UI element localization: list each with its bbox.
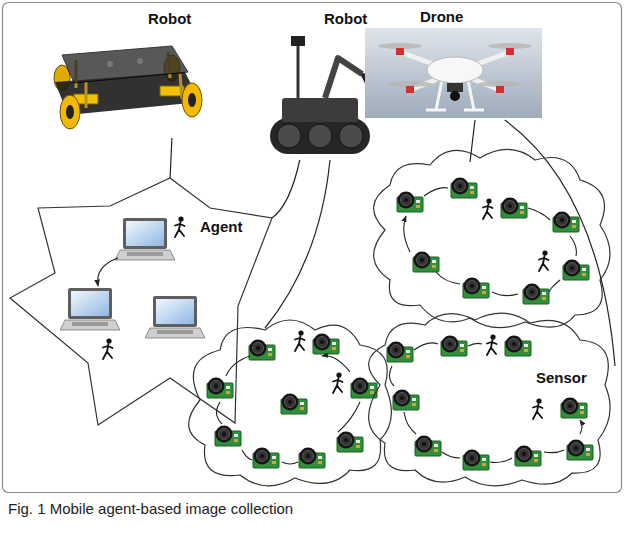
agent-star-outline <box>10 178 272 425</box>
laptop-icon <box>60 288 120 330</box>
sensor-icon <box>281 394 307 415</box>
agent-figure <box>483 198 493 219</box>
photo-background <box>365 28 542 118</box>
track <box>270 118 370 154</box>
agent-figure <box>533 398 543 419</box>
sensor-icon <box>299 448 325 469</box>
track-wheel <box>277 124 301 148</box>
wheel-hub <box>66 105 74 119</box>
sensor-cloud-outline <box>369 313 610 486</box>
sensor-icons <box>397 178 589 305</box>
robot-car-illustration <box>54 46 202 129</box>
figure-caption: Fig. 1 Mobile agent-based image collecti… <box>8 500 293 518</box>
sensor-icon <box>463 450 489 471</box>
sensor-icon <box>313 334 339 355</box>
sensor-icon <box>413 252 439 273</box>
robot-node: Robot <box>262 8 380 160</box>
wheel-hub <box>188 93 196 107</box>
sensor-icons <box>207 330 377 468</box>
sensor-cloud: Sensor <box>350 305 615 490</box>
sensor-icon <box>463 278 489 299</box>
link-line <box>505 120 615 366</box>
sensor-icon <box>567 440 593 461</box>
laptop-icon <box>145 296 205 338</box>
agent-figure <box>103 338 113 359</box>
link-line <box>272 160 300 218</box>
motor-band <box>506 48 514 55</box>
camera <box>291 36 305 46</box>
agent-star: Agent <box>10 178 272 425</box>
sensor-icons <box>387 334 593 470</box>
node-label: Sensor <box>536 369 587 387</box>
sensor-icon <box>451 178 477 199</box>
agent-figure <box>333 372 343 393</box>
link-line <box>470 120 475 162</box>
agent-icons <box>60 216 205 359</box>
link-line <box>170 138 172 178</box>
node-label: Robot <box>148 10 191 28</box>
sensor-cloud-outline <box>374 149 610 327</box>
landing-gear <box>426 80 484 110</box>
drone-node: Drone <box>362 6 545 120</box>
sensor-icon <box>563 260 589 281</box>
robot-arm <box>325 58 362 98</box>
sensor-icon <box>207 378 233 399</box>
plate-hole <box>107 61 113 67</box>
sensor-icon <box>561 398 587 419</box>
link-line <box>265 160 330 328</box>
motor-band <box>396 48 404 55</box>
node-label: Agent <box>200 218 243 236</box>
sensor-icon <box>397 192 423 213</box>
hop-arrows <box>216 356 360 464</box>
tracked-robot-illustration <box>270 36 373 154</box>
migration-arrow <box>98 258 118 286</box>
sensor-icon <box>505 336 531 357</box>
laptop-icon <box>115 218 175 260</box>
sensor-icon <box>351 378 377 399</box>
drone-illustration <box>365 28 542 118</box>
sensor-icon <box>393 390 419 411</box>
sensor-icon <box>337 432 363 453</box>
agent-figure <box>539 250 549 271</box>
sensor-icon <box>249 340 275 361</box>
agent-star-outline <box>10 178 272 425</box>
sensor-icon <box>253 448 279 469</box>
sensor-icon <box>215 426 241 447</box>
sensor-icon <box>387 342 413 363</box>
wheel <box>60 95 80 129</box>
camera-lens <box>450 91 460 101</box>
agent-figure <box>175 216 185 237</box>
robot-body <box>282 98 358 122</box>
sensor-icon <box>501 198 527 219</box>
sensor-icon <box>415 436 441 457</box>
drone-body <box>427 57 483 83</box>
track-wheel <box>339 124 363 148</box>
wheel <box>182 83 202 117</box>
node-label: Drone <box>420 8 463 26</box>
agent-figure <box>295 330 305 351</box>
camera-mast <box>297 46 300 98</box>
sensor-icon <box>553 212 579 233</box>
figure-frame <box>3 3 622 493</box>
top-plate <box>62 46 188 83</box>
hop-arrows <box>404 188 577 296</box>
plate-hole <box>137 58 143 64</box>
sensor-icon <box>441 336 467 357</box>
sensor-cloud-outline <box>350 305 615 490</box>
robot-node: Robot <box>40 8 210 138</box>
sensor-cloud-outline <box>189 320 392 486</box>
gimbal <box>447 83 463 92</box>
sensor-icon <box>515 446 541 467</box>
motor-band <box>496 86 504 93</box>
agent-figure <box>487 334 497 355</box>
motor-band <box>406 86 414 93</box>
sensor-icon <box>523 284 549 305</box>
node-label: Robot <box>324 10 367 28</box>
track-wheel <box>308 124 332 148</box>
hop-arrows <box>389 343 582 463</box>
